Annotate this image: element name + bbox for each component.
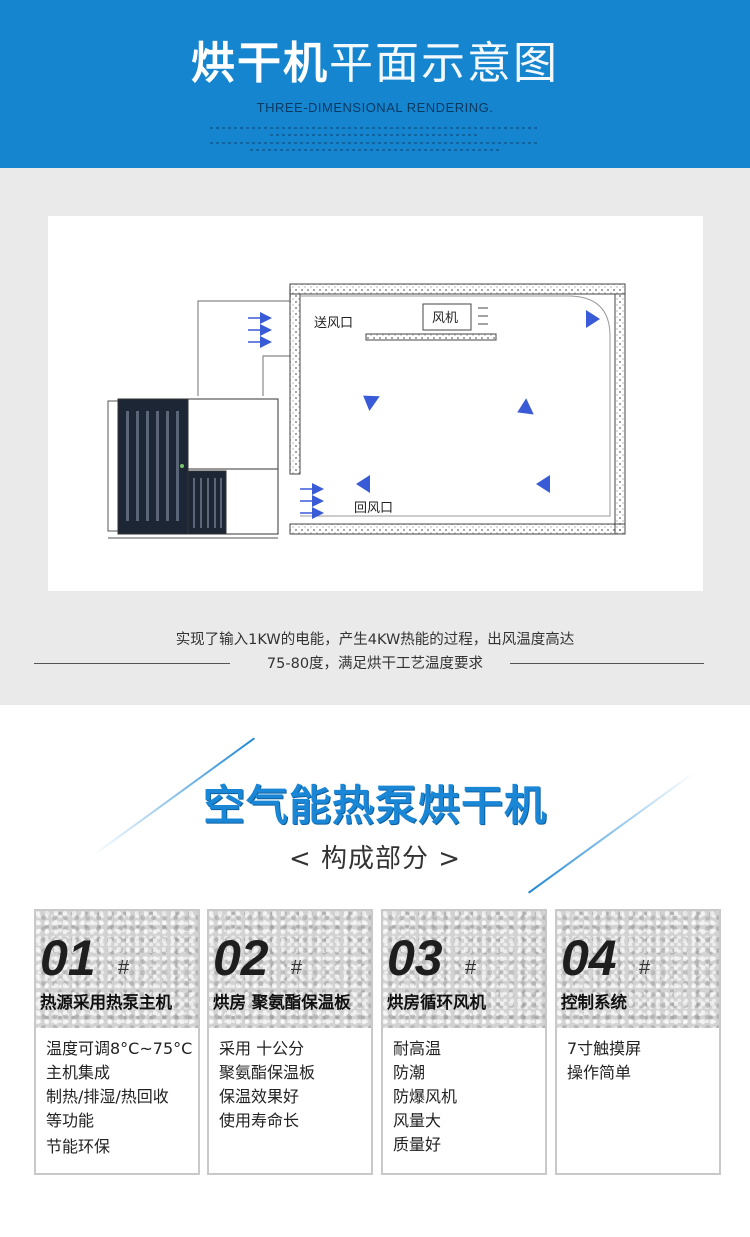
list-item: 使用寿命长	[219, 1111, 300, 1130]
card-number: 01	[40, 930, 96, 986]
decorative-fine-line	[210, 142, 540, 144]
card-feature-list: 耐高温 防潮 防爆风机 风量大 质量好	[393, 1037, 543, 1157]
title-light: 平面示意图	[329, 38, 559, 89]
component-card-2: 02 # 烘房 聚氨酯保温板 采用 十公分 聚氨酯保温板 保温效果好 使用寿命长	[207, 909, 373, 1175]
airflow-arrows	[356, 310, 600, 493]
card-feature-list: 温度可调8°C~75°C 主机集成 制热/排湿/热回收 等功能 节能环保	[46, 1037, 196, 1159]
caption-line-2: 75-80度，满足烘干工艺温度要求	[266, 656, 484, 672]
section-title: 空气能热泵烘干机	[202, 781, 547, 830]
card-number: 03	[387, 930, 443, 986]
supply-outlet-label: 送风口	[314, 316, 354, 331]
list-item: 风量大	[393, 1111, 442, 1130]
card-title: 热源采用热泵主机	[40, 993, 172, 1012]
decorative-fine-line	[270, 134, 480, 136]
decorative-fine-line	[250, 149, 500, 151]
card-number: 04	[561, 930, 617, 986]
card-hash: #	[118, 957, 130, 979]
header-subtitle: THREE-DIMENSIONAL RENDERING.	[256, 100, 494, 115]
list-item: 节能环保	[46, 1137, 111, 1156]
floor-plan-drawing	[107, 283, 626, 539]
card-title: 烘房循环风机	[387, 993, 486, 1012]
card-hash: #	[639, 957, 651, 979]
card-title: 烘房 聚氨酯保温板	[213, 993, 351, 1012]
card-feature-list: 采用 十公分 聚氨酯保温板 保温效果好 使用寿命长	[219, 1037, 369, 1133]
list-item: 质量好	[393, 1135, 442, 1154]
list-item: 聚氨酯保温板	[219, 1063, 316, 1082]
return-outlet-label: 回风口	[354, 501, 394, 516]
caption-divider-right	[510, 663, 704, 664]
card-header: 03 # 烘房循环风机	[383, 911, 545, 1028]
card-header: 01 # 热源采用热泵主机	[36, 911, 198, 1028]
list-item: 制热/排湿/热回收	[46, 1087, 169, 1106]
caption-line-1: 实现了输入1KW的电能，产生4KW热能的过程，出风温度高达	[175, 632, 575, 648]
card-number: 02	[213, 930, 269, 986]
caption-divider-left	[34, 663, 230, 664]
card-hash: #	[465, 957, 477, 979]
diagram-section: 送风口 风机 回风口 实现了输入1KW的电能，产生4KW热能的过程，出风温度高达…	[0, 168, 750, 705]
decorative-fine-line	[210, 127, 540, 129]
section-subtitle: < 构成部分 >	[288, 844, 462, 874]
card-header: 04 # 控制系统	[557, 911, 719, 1028]
list-item: 防爆风机	[393, 1087, 458, 1106]
component-card-3: 03 # 烘房循环风机 耐高温 防潮 防爆风机 风量大 质量好	[381, 909, 547, 1175]
list-item: 主机集成	[46, 1063, 111, 1082]
card-hash: #	[291, 957, 303, 979]
card-feature-list: 7寸触摸屏 操作简单	[567, 1037, 717, 1085]
list-item: 等功能	[46, 1111, 95, 1130]
title-bold: 烘干机	[191, 38, 329, 89]
component-card-4: 04 # 控制系统 7寸触摸屏 操作简单	[555, 909, 721, 1175]
list-item: 采用 十公分	[219, 1039, 305, 1058]
list-item: 7寸触摸屏	[567, 1039, 642, 1058]
list-item: 防潮	[393, 1063, 426, 1082]
component-card-1: 01 # 热源采用热泵主机 温度可调8°C~75°C 主机集成 制热/排湿/热回…	[34, 909, 200, 1175]
list-item: 耐高温	[393, 1039, 442, 1058]
card-title: 控制系统	[561, 993, 627, 1012]
list-item: 操作简单	[567, 1063, 632, 1082]
page-title: 烘干机平面示意图	[0, 36, 750, 92]
card-header: 02 # 烘房 聚氨酯保温板	[209, 911, 371, 1028]
header-banner: 烘干机平面示意图 THREE-DIMENSIONAL RENDERING.	[0, 0, 750, 168]
list-item: 温度可调8°C~75°C	[46, 1039, 193, 1058]
list-item: 保温效果好	[219, 1087, 300, 1106]
fan-label: 风机	[432, 311, 459, 326]
floor-plan-diagram: 送风口 风机 回风口	[48, 216, 703, 591]
